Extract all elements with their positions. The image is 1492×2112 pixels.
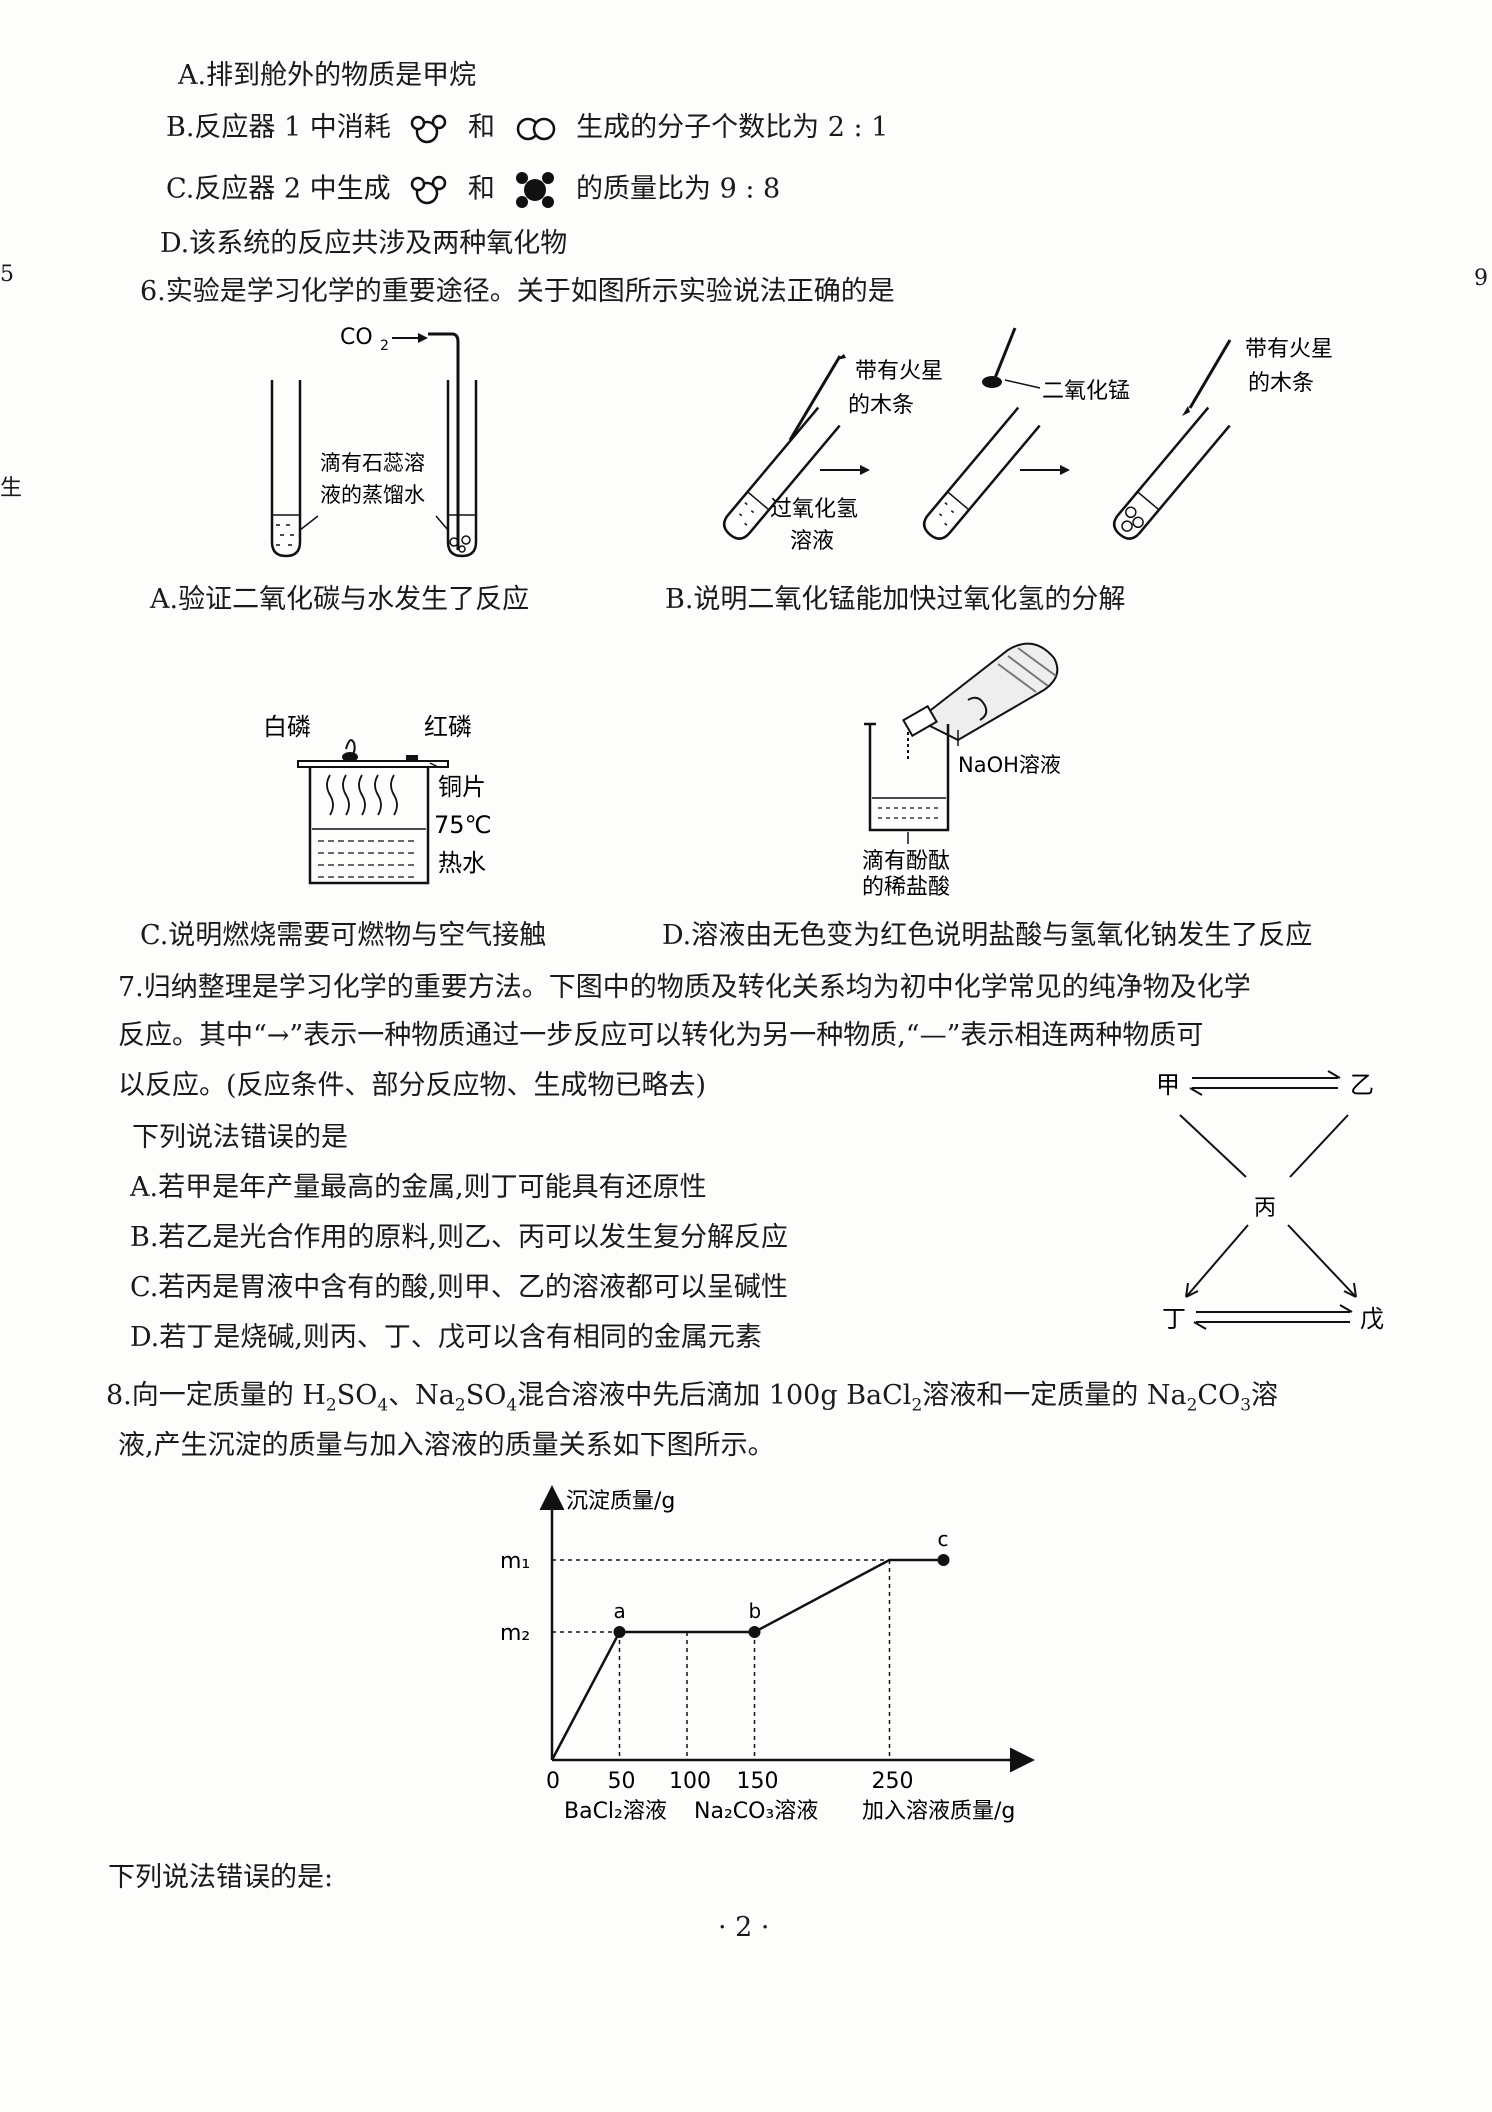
- point-c: [937, 1554, 950, 1566]
- x-axis-label: 加入溶液质量/g: [862, 1799, 1015, 1824]
- q6-option-b: B.说明二氧化锰能加快过氧化氢的分解: [665, 584, 1126, 615]
- q8-s1g: CO: [1197, 1380, 1241, 1411]
- q7-stem-line-1: 7.归纳整理是学习化学的重要方法。下图中的物质及转化关系均为初中化学常见的纯净物…: [118, 972, 1251, 1003]
- point-a: [613, 1626, 626, 1638]
- node-bing: 丙: [1254, 1196, 1276, 1221]
- y-tick-m2: m₂: [500, 1621, 530, 1646]
- point-label-b: b: [749, 1599, 762, 1623]
- methane-molecule-icon: [516, 172, 555, 208]
- q5-option-b: B.反应器 1 中消耗 和 生成的分子个数比为 2 : 1: [166, 110, 888, 146]
- q7-stem-line-4: 下列说法错误的是: [132, 1122, 348, 1153]
- q7-stem-line-3: 以反应。(反应条件、部分反应物、生成物已略去): [118, 1070, 707, 1101]
- node-yi: 乙: [1350, 1071, 1374, 1099]
- point-b: [748, 1626, 761, 1638]
- figA-co2-label: CO: [340, 325, 373, 350]
- q8-sub-4a: 4: [377, 1395, 389, 1416]
- q8-sub-2b: 2: [454, 1395, 466, 1416]
- figB-splint-label-2: 的木条: [848, 393, 914, 418]
- q7-option-b: B.若乙是光合作用的原料,则乙、丙可以发生复分解反应: [130, 1222, 789, 1253]
- q8-s1h: 溶: [1251, 1380, 1279, 1411]
- figB-h2o2-label-1: 过氧化氢: [770, 497, 858, 522]
- x-tick-150: 150: [737, 1769, 779, 1794]
- figD-acid-label-1: 滴有酚酞: [862, 849, 950, 874]
- figD-naoh-label: NaOH溶液: [958, 753, 1061, 777]
- margin-mark-5: 5: [0, 262, 14, 287]
- y-axis-label: 沉淀质量/g: [566, 1489, 675, 1514]
- oxygen-molecule-icon: [516, 117, 555, 140]
- y-tick-m1: m₁: [500, 1549, 530, 1574]
- q7-option-c: C.若丙是胃液中含有的酸,则甲、乙的溶液都可以呈碱性: [130, 1272, 788, 1303]
- q7-option-a: A.若甲是年产量最高的金属,则丁可能具有还原性: [130, 1172, 707, 1203]
- series-line-0: [550, 1558, 944, 1761]
- q7-stem-line-2: 反应。其中“→”表示一种物质通过一步反应可以转化为另一种物质,“—”表示相连两种…: [118, 1020, 1204, 1051]
- q5-b-post: 生成的分子个数比为 2 : 1: [576, 112, 889, 143]
- q8-s1a: 8.向一定质量的 H: [106, 1380, 326, 1411]
- figA-co2-sub: 2: [380, 338, 389, 354]
- q7-option-d: D.若丁是烧碱,则丙、丁、戊可以含有相同的金属元素: [130, 1322, 762, 1353]
- water-molecule-icon: [411, 114, 447, 143]
- figB-mno2-label: 二氧化锰: [1042, 379, 1130, 404]
- q8-sub-4b: 4: [506, 1395, 518, 1416]
- q8-s1f: 溶液和一定质量的 Na: [922, 1380, 1187, 1411]
- q5-option-a: A.排到舱外的物质是甲烷: [178, 60, 477, 91]
- node-wu: 戊: [1360, 1305, 1384, 1333]
- figC-white-p: 白磷: [263, 713, 311, 741]
- q8-sub-2a: 2: [325, 1395, 337, 1416]
- node-ding: 丁: [1162, 1305, 1186, 1333]
- x-segment-label-bacl2: BaCl₂溶液: [564, 1799, 667, 1824]
- figC-copper: 铜片: [438, 773, 486, 801]
- margin-mark-9: 9: [1474, 266, 1488, 291]
- figB-h2o2-label-2: 溶液: [790, 529, 834, 554]
- x-tick-50: 50: [608, 1769, 636, 1794]
- q6-option-c: C.说明燃烧需要可燃物与空气接触: [140, 920, 547, 951]
- page-number: · 2 ·: [718, 1912, 770, 1943]
- q5-option-c: C.反应器 2 中生成 和 的质量比为 9 : 8: [166, 170, 780, 210]
- x-tick-100: 100: [669, 1769, 711, 1794]
- q6-option-d: D.溶液由无色变为红色说明盐酸与氢氧化钠发生了反应: [662, 920, 1313, 951]
- q8-question: 下列说法错误的是:: [108, 1862, 334, 1893]
- q7-relation-diagram: 甲 乙 丙 丁 戊: [1156, 1070, 1384, 1333]
- q8-s1d: SO: [465, 1380, 507, 1411]
- x-tick-0: 0: [546, 1769, 560, 1794]
- margin-mark-sheng: 生: [0, 476, 23, 501]
- q5-option-d: D.该系统的反应共涉及两种氧化物: [160, 228, 568, 259]
- q8-sub-2c: 2: [911, 1395, 923, 1416]
- q8-s1c: 、Na: [388, 1380, 455, 1411]
- q8-s1e: 混合溶液中先后滴加 100g BaCl: [517, 1380, 912, 1411]
- figure-c-combustion-beaker: 白磷 红磷 铜片 75℃ 热水: [263, 713, 492, 885]
- q8-s1b: SO: [336, 1380, 378, 1411]
- q5-c-pre: C.反应器 2 中生成: [166, 173, 391, 205]
- figure-d-neutralization-beaker: NaOH溶液 滴有酚酞 的稀盐酸: [862, 642, 1061, 900]
- x-segment-label-na2co3: Na₂CO₃溶液: [694, 1799, 818, 1824]
- figD-acid-label-2: 的稀盐酸: [862, 875, 950, 900]
- figure-b-catalyst-experiment: 带有火星 的木条 过氧化氢 溶液 二氧化锰 带有火星 的木条: [722, 327, 1333, 554]
- q6-stem: 6.实验是学习化学的重要途径。关于如图所示实验说法正确的是: [140, 276, 895, 307]
- figA-label-1: 滴有石蕊溶: [320, 451, 425, 475]
- figB-splint-label-3: 带有火星: [1245, 337, 1333, 362]
- q8-stem-line-2: 液,产生沉淀的质量与加入溶液的质量关系如下图所示。: [118, 1430, 775, 1461]
- point-label-c: c: [938, 1527, 949, 1551]
- figC-red-p: 红磷: [424, 713, 472, 741]
- figB-splint-label-1: 带有火星: [855, 359, 943, 384]
- figB-splint-label-4: 的木条: [1248, 371, 1314, 396]
- q5-c-mid: 和: [467, 173, 495, 205]
- figA-label-2: 液的蒸馏水: [320, 483, 425, 507]
- q5-b-pre: B.反应器 1 中消耗: [166, 112, 391, 143]
- water-molecule-icon: [410, 175, 447, 205]
- q6-option-a: A.验证二氧化碳与水发生了反应: [150, 584, 530, 615]
- reagent-bottle-hand-icon: [902, 642, 1059, 742]
- q8-stem-line-1: 8.向一定质量的 H2SO4、Na2SO4混合溶液中先后滴加 100g BaCl…: [106, 1378, 1278, 1423]
- x-tick-250: 250: [872, 1769, 914, 1794]
- figure-a-co2-test-tubes: CO 2 滴有石蕊溶 液的蒸馏水: [270, 325, 478, 558]
- q5-c-post: 的质量比为 9 : 8: [576, 173, 781, 205]
- figC-temp: 75℃: [434, 811, 492, 839]
- q5-b-mid: 和: [467, 112, 495, 143]
- q8-sub-2d: 2: [1186, 1395, 1198, 1416]
- q8-sub-3: 3: [1240, 1395, 1252, 1416]
- node-jia: 甲: [1156, 1071, 1180, 1099]
- figC-hot-water: 热水: [438, 849, 486, 877]
- point-label-a: a: [614, 1599, 626, 1623]
- precipitate-mass-chart: 沉淀质量/g 加入溶液质量/g BaCl₂溶液 Na₂CO₃溶液 m₁ m₂ 0 50…: [500, 1485, 1035, 1824]
